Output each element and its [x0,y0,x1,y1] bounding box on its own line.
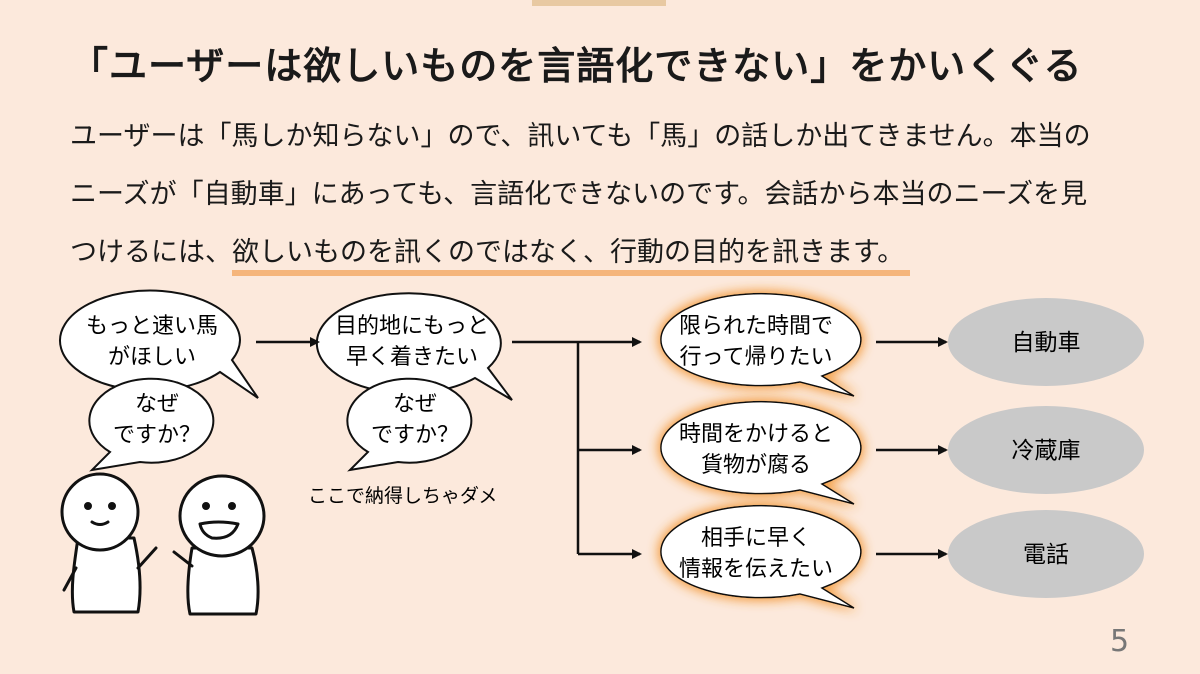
purpose-bubble-1: 限られた時間で 行って帰りたい [660,292,862,397]
bubble-purpose-line-2: 早く着きたい [346,345,478,370]
purpose-1-line-2: 行って帰りたい [680,345,833,370]
body-line-1: ユーザーは「馬しか知らない」ので、訊いても「馬」の話しか出てきません。本当の [70,121,1091,152]
page-number: 5 [1110,624,1130,659]
bubble-why-2-shape [346,377,473,472]
purpose-bubble-2: 時間をかけると 貨物が腐る [660,400,862,505]
person-right-eye-2 [228,502,236,510]
person-right-head [178,474,266,558]
person-left-head [60,472,140,552]
purpose-bubble-3: 相手に早く 情報を伝えたい [660,504,862,609]
purpose-3-line-1: 相手に早く [701,526,811,551]
person-left-mouth [90,520,110,526]
need-node-1: 自動車 [948,298,1144,386]
person-left-eye-1 [84,502,92,510]
highlighted-sentence: 欲しいものを訊くのではなく、行動の目的を訊きます。 [232,224,911,282]
person-right-arm [172,550,194,568]
bubble-why-1-line-1: なぜ [135,392,179,417]
bubble-want-line-2: がほしい [108,345,196,370]
need-1-label: 自動車 [1012,330,1081,356]
bubble-want: もっと速い馬 がほしい [59,289,259,399]
person-left-eye-2 [108,502,116,510]
body-line-3-start: つけるには、 [70,237,232,268]
bubble-why-1-line-2: ですか？ [113,423,201,448]
top-accent-bar [532,0,666,6]
body-text: ユーザーは「馬しか知らない」ので、訊いても「馬」の話しか出てきません。本当の ニ… [70,108,1140,282]
purpose-3-line-2: 情報を伝えたい [679,557,833,582]
person-figure-right [172,474,266,616]
body-line-3: つけるには、欲しいものを訊くのではなく、行動の目的を訊きます。 [70,224,1140,282]
bubble-why-1: なぜ ですか？ [88,377,215,472]
bubble-why-2-line-1: なぜ [393,392,437,417]
purpose-bubble-3-shape [660,504,862,609]
need-node-3: 電話 [948,510,1144,598]
bubble-purpose: 目的地にもっと 早く着きたい [315,292,513,401]
purpose-2-line-1: 時間をかけると [679,422,833,447]
need-2-label: 冷蔵庫 [1012,438,1081,464]
person-right-eye-1 [202,502,210,510]
warning-note: ここで納得しちゃダメ [308,485,497,507]
bubble-purpose-line-1: 目的地にもっと [335,314,489,339]
need-3-label: 電話 [1023,542,1069,568]
bubble-why-2: なぜ ですか？ [346,377,473,472]
need-2-ellipse [948,406,1144,494]
body-line-2: ニーズが「自動車」にあっても、言語化できないのです。会話から本当のニーズを見 [70,179,1088,210]
bubble-want-line-1: もっと速い馬 [86,314,218,339]
slide-title: 「ユーザーは欲しいものを言語化できない」をかいくぐる [70,44,1083,88]
bubble-why-1-shape [88,377,215,472]
purpose-bubble-1-shape [660,292,862,397]
person-left-arm [136,546,158,570]
need-1-ellipse [948,298,1144,386]
purpose-2-line-2: 貨物が腐る [701,453,811,478]
need-3-ellipse [948,510,1144,598]
person-right-mouth [198,520,240,540]
need-node-2: 冷蔵庫 [948,406,1144,494]
person-right-body [186,546,260,616]
flow-arrows [256,337,948,559]
purpose-bubble-2-shape [660,400,862,505]
bubble-want-shape [59,289,259,399]
bubble-why-2-line-2: ですか？ [371,423,459,448]
person-figure-left [60,472,158,614]
person-left-arm-2 [62,566,78,592]
purpose-1-line-1: 限られた時間で [679,314,833,339]
person-left-body [70,536,142,614]
